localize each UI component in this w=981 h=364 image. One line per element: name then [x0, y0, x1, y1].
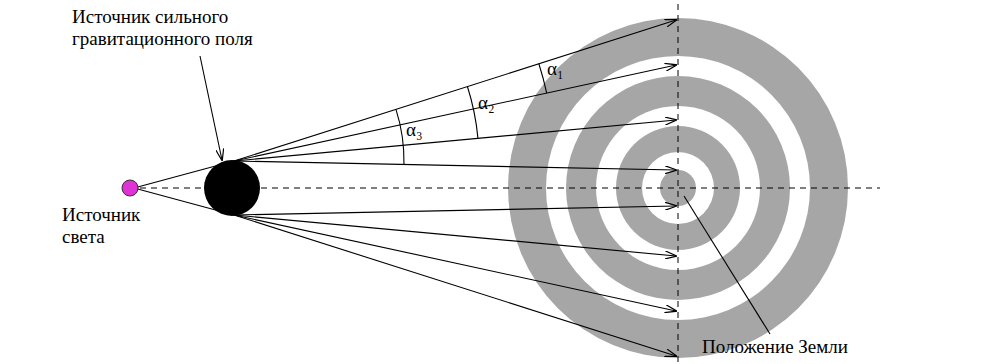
- light-ray: [234, 215, 676, 356]
- light-ray: [234, 20, 676, 161]
- leader-line: [684, 196, 770, 334]
- angle-label: α₂: [478, 92, 495, 114]
- observer-plane: [678, 4, 679, 362]
- earth-label: Положение Земли: [702, 336, 848, 358]
- source-label: Источник света: [62, 204, 152, 248]
- angle-arc: [396, 109, 404, 164]
- light-source: [122, 180, 138, 196]
- light-ray: [234, 215, 676, 311]
- light-ray: [234, 215, 676, 256]
- light-ray: [234, 65, 676, 161]
- light-ray: [234, 206, 676, 215]
- angle-arcs: [396, 64, 547, 165]
- light-ray: [234, 161, 676, 170]
- angle-arc: [467, 87, 478, 139]
- angle-label: α₁: [547, 58, 564, 80]
- lens-label: Источник сильного гравитационного поля: [72, 6, 302, 50]
- lens-mass: [204, 160, 260, 216]
- leader-line: [200, 56, 222, 160]
- angle-label: α₃: [406, 119, 423, 141]
- light-ray: [234, 120, 676, 161]
- angle-arc: [539, 64, 547, 93]
- light-rays: [134, 20, 676, 356]
